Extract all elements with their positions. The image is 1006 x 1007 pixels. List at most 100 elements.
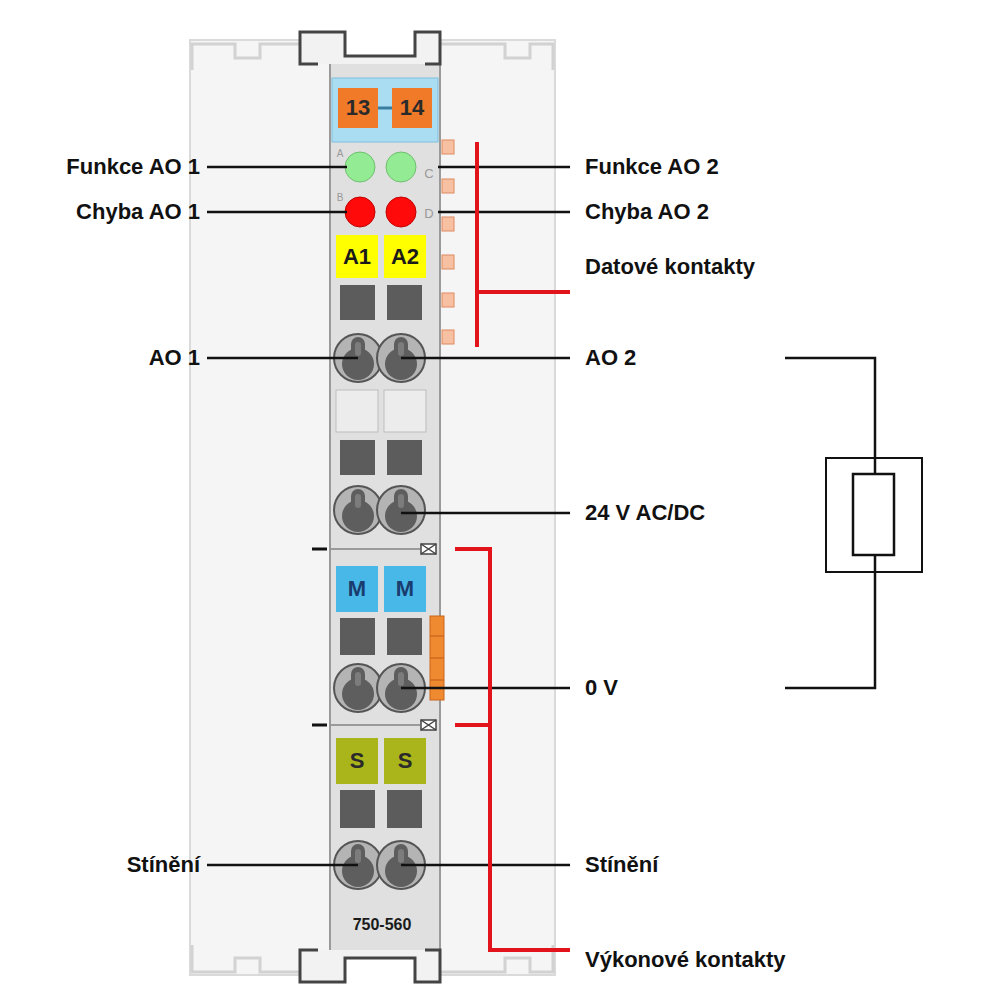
status-led (345, 197, 375, 227)
callout-label: 0 V (585, 676, 618, 700)
shield-marker: S (384, 738, 426, 784)
resistor-symbol (826, 458, 922, 572)
contact-bracket (455, 723, 490, 727)
module-housing (300, 950, 440, 982)
separator-mark (312, 544, 436, 730)
callout-label: Chyba AO 1 (76, 200, 200, 224)
module-housing (330, 724, 420, 726)
marker-text: S (398, 750, 413, 772)
channel-marker: A1 (336, 235, 378, 278)
release-button (387, 285, 422, 320)
marker-text: M (396, 578, 414, 600)
data-contact (442, 255, 454, 269)
led-letter: B (337, 192, 344, 203)
module-housing (332, 78, 438, 142)
leader-line (207, 357, 358, 360)
module-housing (378, 107, 392, 110)
release-button (340, 790, 375, 828)
callout-label: Stínění (585, 853, 658, 877)
status-led (345, 152, 375, 182)
led-letter: C (424, 167, 433, 181)
separator-mark (421, 544, 436, 554)
callout-label: Výkonové kontakty (585, 948, 786, 972)
blank-marker (336, 390, 378, 432)
terminal-hole (334, 334, 425, 889)
leader-line (207, 167, 570, 865)
data-contact (442, 140, 454, 154)
release-button (340, 440, 375, 475)
contact-bracket (455, 549, 570, 950)
separator-mark (421, 544, 436, 554)
contact-bracket (455, 142, 570, 950)
status-led (345, 152, 416, 227)
terminal-hole (377, 486, 425, 534)
callout-label: Stínění (127, 853, 200, 877)
contact-bracket (475, 142, 479, 347)
din-rail (190, 40, 555, 975)
release-button (340, 618, 375, 655)
data-contact (442, 217, 454, 231)
separator-mark (421, 720, 436, 730)
leader-line (438, 166, 570, 169)
leader-line (207, 864, 358, 867)
marker-text: A2 (391, 246, 419, 268)
resistor-symbol (785, 358, 875, 458)
data-contact (442, 293, 454, 307)
marker-text: M (348, 578, 366, 600)
leader-line (207, 211, 347, 214)
leader-line (401, 357, 570, 360)
module-housing (330, 548, 420, 550)
contact-bracket (477, 290, 570, 294)
marker-text: 13 (346, 97, 370, 119)
module-housing (300, 32, 440, 64)
leader-line (401, 687, 570, 690)
terminal-number: 14 (392, 88, 432, 128)
resistor-symbol (874, 458, 877, 474)
terminal-number: 13 (338, 88, 378, 128)
ground-marker: M (336, 566, 378, 612)
din-rail (440, 44, 553, 70)
data-contact (442, 330, 454, 344)
callout-label: Datové kontakty (585, 255, 755, 279)
callout-label: Chyba AO 2 (585, 200, 709, 224)
callout-label: Funkce AO 2 (585, 155, 719, 179)
data-contact (442, 140, 454, 344)
blank-marker (384, 390, 426, 432)
release-button (387, 790, 422, 828)
callout-label: Funkce AO 1 (66, 155, 200, 179)
resistor-symbol (785, 358, 922, 688)
marker-text: A1 (343, 246, 371, 268)
shield-marker: S (336, 738, 378, 784)
status-led (386, 197, 416, 227)
leader-line (401, 512, 570, 515)
separator-mark (421, 720, 436, 730)
din-rail (190, 40, 330, 975)
led-letter: D (424, 207, 433, 221)
module-housing (330, 58, 440, 958)
din-rail (440, 40, 555, 975)
release-button (340, 285, 375, 320)
marker-text: S (350, 750, 365, 772)
terminal-hole (334, 664, 382, 712)
module-housing (300, 32, 440, 982)
release-button (387, 440, 422, 475)
leader-line (207, 166, 347, 169)
blank-marker (336, 390, 426, 432)
resistor-symbol (853, 474, 894, 555)
channel-marker: A2 (384, 235, 426, 278)
data-contact (442, 179, 454, 193)
resistor-symbol (785, 555, 875, 688)
callout-label: AO 1 (149, 346, 200, 370)
ground-marker: M (384, 566, 426, 612)
leader-line (438, 211, 570, 214)
separator-mark (312, 549, 327, 725)
led-letter: A (337, 148, 344, 159)
part-number: 750-560 (353, 916, 412, 934)
marker-text: 14 (400, 97, 424, 119)
status-led (386, 152, 416, 182)
power-contact (430, 636, 444, 680)
callout-label: 24 V AC/DC (585, 501, 705, 525)
release-button (387, 618, 422, 655)
callout-label: AO 2 (585, 346, 636, 370)
